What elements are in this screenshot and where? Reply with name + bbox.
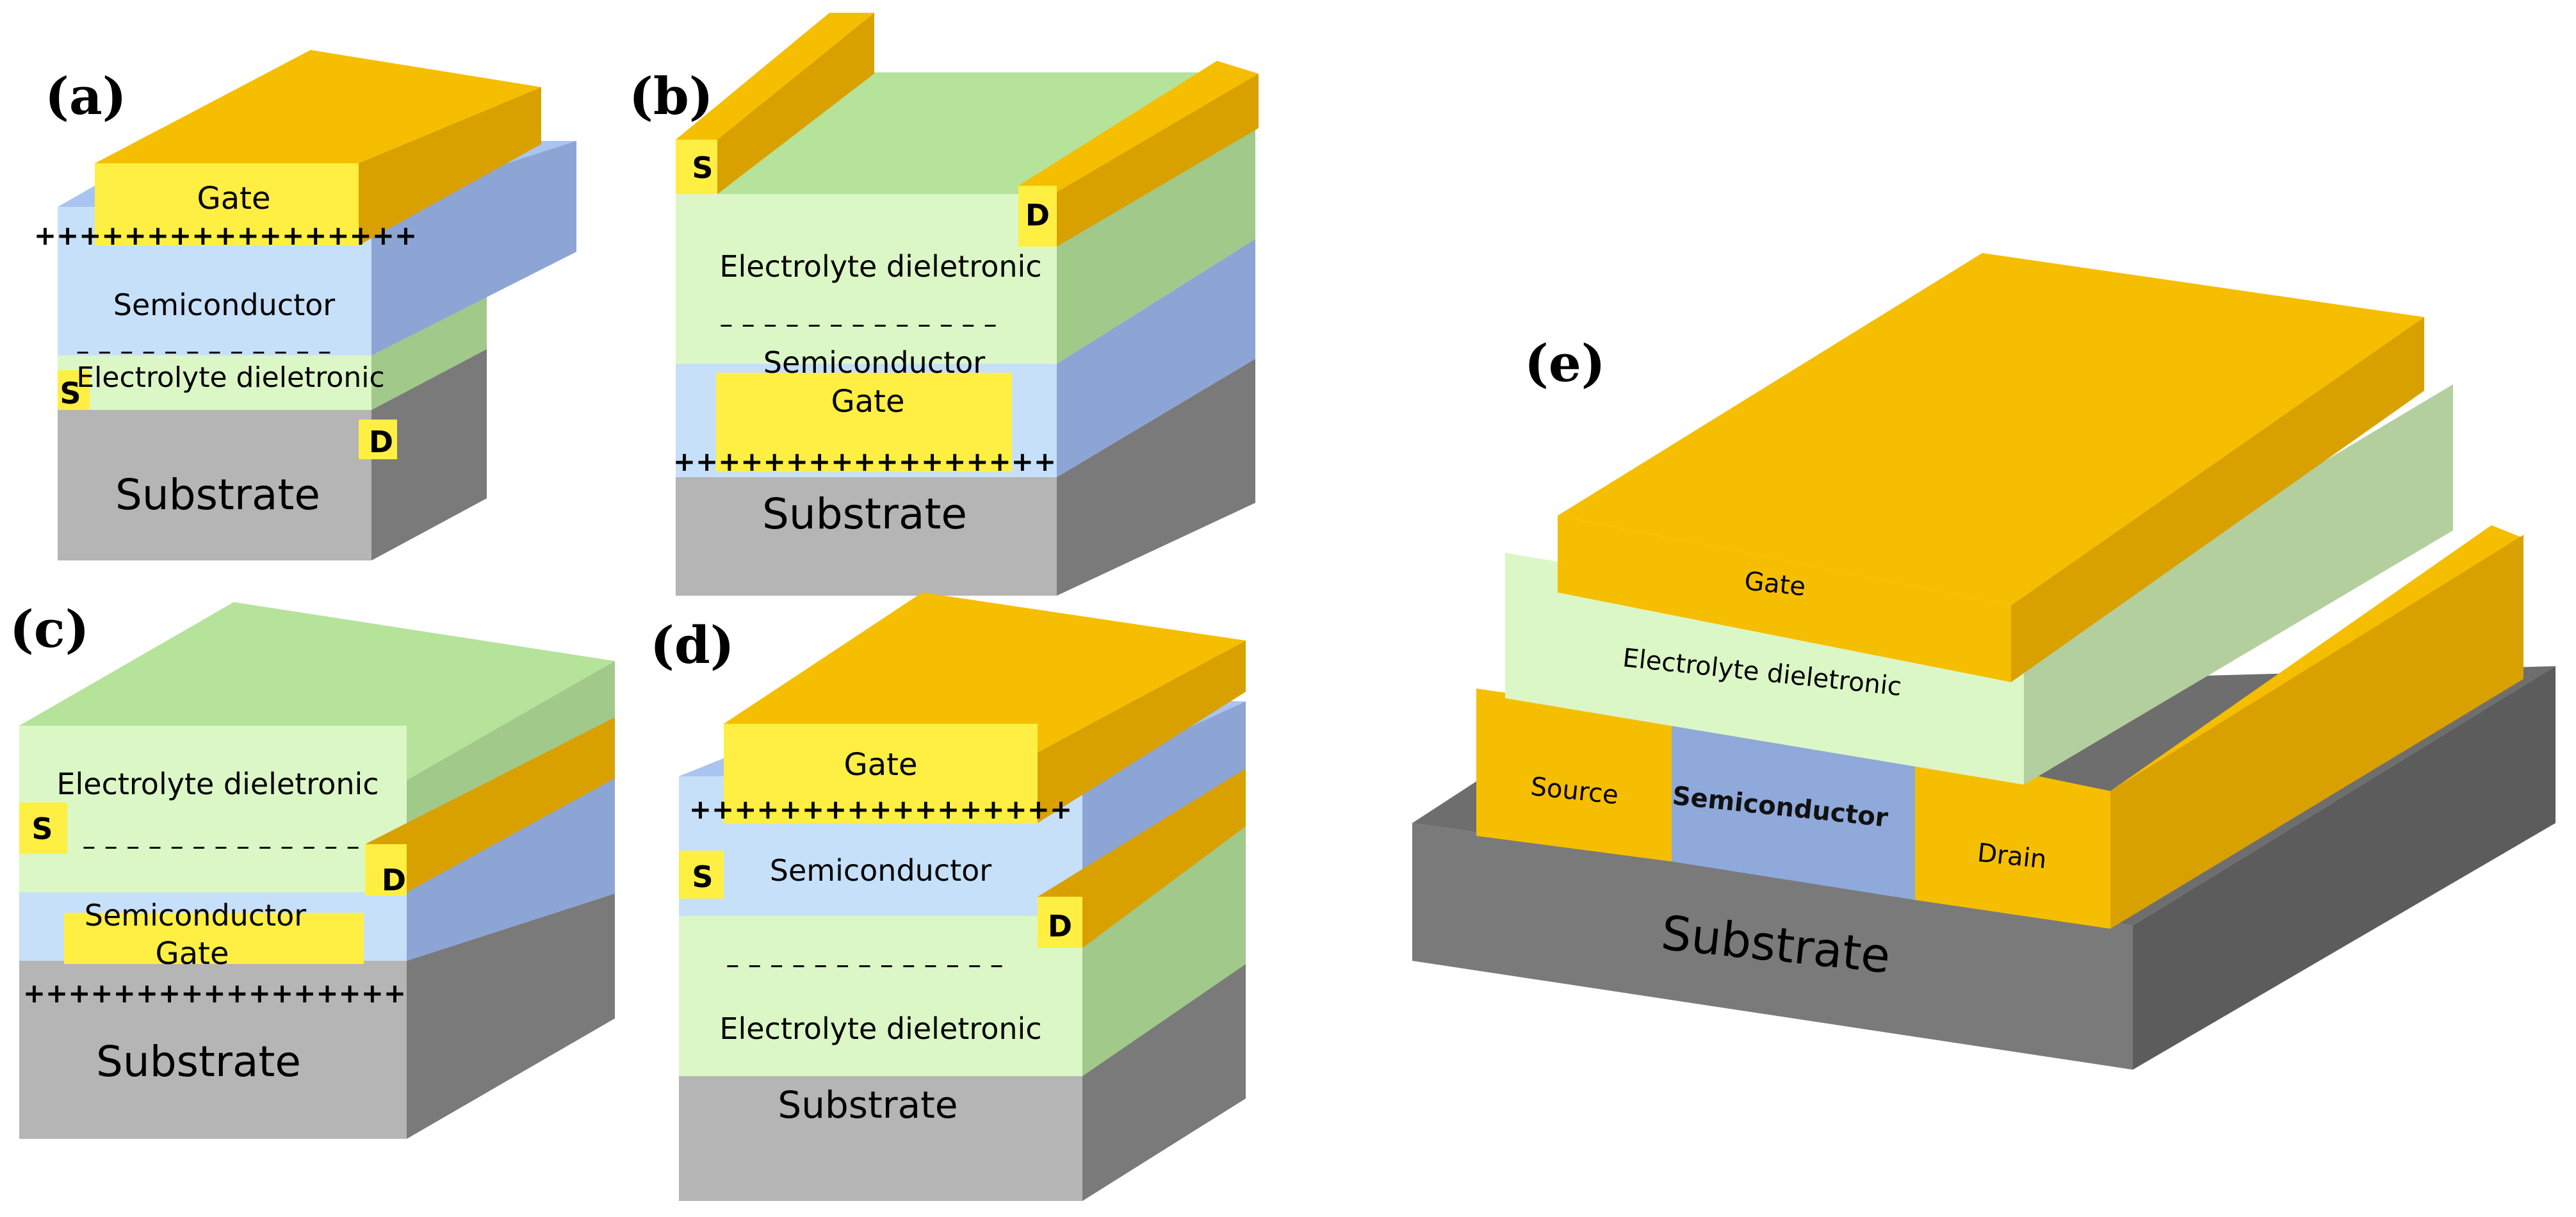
panel-label-c: (c) (10, 599, 89, 659)
source-label-c: S (31, 812, 53, 846)
source-top (676, 13, 874, 140)
electrolyte-front (679, 916, 1082, 1076)
substrate-front (1412, 823, 2133, 1070)
drain-label-a: D (369, 425, 393, 459)
electrolyte-front (676, 194, 1057, 364)
source-electrode (58, 370, 90, 410)
gate-charge-a: +++++++++++++++++ (34, 220, 417, 251)
gate-top (724, 592, 1246, 753)
substrate-front (19, 961, 407, 1139)
sd-side (2110, 535, 2523, 929)
drain-side (1057, 74, 1259, 247)
electrolyte-front (1505, 553, 2024, 785)
panel-label-e: (e) (1524, 333, 1606, 393)
panel-c: (c) Electrolyte dieletronic S – – – – – … (10, 599, 615, 1139)
gate-side (359, 87, 541, 245)
drain-label-c: D (382, 863, 406, 897)
substrate-front (676, 477, 1057, 596)
panel-label-a: (a) (45, 66, 127, 126)
substrate-side (2133, 666, 2556, 1070)
substrate-side (1057, 359, 1255, 596)
substrate-front (58, 410, 371, 560)
electrolyte-label-a: Electrolyte dieletronic (76, 361, 384, 394)
source-label-b: S (692, 151, 713, 185)
drain-electrode (359, 420, 397, 459)
panel-a: (a) Gate +++++++++++++++++ Semiconductor… (34, 50, 576, 560)
drain-label-d: D (1048, 909, 1072, 943)
substrate-side (371, 349, 487, 560)
electrolyte-side (1082, 826, 1246, 1076)
gate-label-a: Gate (197, 181, 271, 216)
panel-label-d: (d) (650, 615, 735, 675)
gate-charge-c: +++++++++++++++++ (23, 977, 406, 1009)
drain-label-b: D (1025, 198, 1050, 233)
electrolyte-label-d: Electrolyte dieletronic (719, 1011, 1041, 1046)
gate-front (64, 913, 364, 964)
electrolyte-charge-d: – – – – – – – – – – – – – (726, 949, 1003, 980)
semiconductor-label-c: Semiconductor (85, 898, 307, 933)
panel-b: (b) S D Electrolyte dieletronic – – – – … (629, 13, 1259, 596)
source-electrode (19, 803, 67, 854)
drain-top (1018, 61, 1259, 192)
electrolyte-label-b: Electrolyte dieletronic (719, 249, 1041, 284)
semiconductor-label-a: Semiconductor (113, 288, 336, 322)
gate-side (2011, 317, 2424, 682)
semiconductor-side (407, 772, 615, 961)
gate-top (1558, 253, 2424, 605)
gate-label-b: Gate (831, 384, 905, 420)
substrate-label-d: Substrate (778, 1083, 958, 1127)
drain-electrode (1018, 186, 1057, 247)
electrolyte-front (58, 355, 371, 410)
gate-side (1038, 641, 1246, 823)
substrate-side (1082, 964, 1246, 1201)
source-electrode (679, 851, 724, 899)
electrolyte-charge-a: – – – – – – – – – – – – (76, 335, 332, 366)
source-label-d: S (692, 860, 713, 894)
drain-top (1038, 769, 1246, 948)
semiconductor-side (1057, 239, 1255, 477)
gate-front (724, 724, 1038, 823)
gate-charge-b: +++++++++++++++++ (673, 446, 1056, 477)
source-label-a: S (60, 376, 81, 411)
electrolyte-front (19, 726, 407, 892)
electrolyte-label-c: Electrolyte dieletronic (56, 767, 379, 801)
gate-label-c: Gate (156, 936, 229, 972)
semiconductor-label-d: Semiconductor (770, 853, 992, 888)
panel-e: (e) Gate Electrolyte dieletronic Source … (1412, 253, 2556, 1070)
substrate-label-b: Substrate (762, 489, 967, 539)
drain-label-e: Drain (1976, 838, 2048, 875)
gate-front (1558, 516, 2011, 682)
source-side (717, 13, 874, 194)
substrate-label-a: Substrate (115, 470, 320, 519)
gate-charge-d: +++++++++++++++++ (689, 794, 1072, 825)
source-electrode (1476, 689, 1672, 862)
gate-label-d: Gate (844, 747, 918, 783)
gate-front (95, 163, 359, 245)
source-electrode (676, 140, 717, 194)
substrate-label-c: Substrate (96, 1037, 301, 1086)
electrolyte-charge-c: – – – – – – – – – – – – – (82, 830, 359, 862)
semiconductor-channel (1672, 716, 1915, 900)
gate-label-e: Gate (1743, 566, 1807, 602)
electrolyte-charge-b: – – – – – – – – – – – – – (719, 308, 997, 339)
drain-top (365, 717, 615, 892)
drain-electrode (1038, 897, 1082, 948)
electrolyte-side-body (2024, 384, 2453, 785)
semiconductor-label-b: Semiconductor (763, 345, 986, 380)
substrate-side (407, 894, 615, 1139)
gate-front (716, 373, 1012, 472)
panel-d: (d) Gate +++++++++++++++++ S Semiconduct… (650, 592, 1246, 1201)
drain-electrode (365, 844, 407, 895)
drain-electrode (1915, 751, 2110, 929)
gate-top (95, 50, 541, 163)
panel-label-b: (b) (629, 66, 713, 126)
